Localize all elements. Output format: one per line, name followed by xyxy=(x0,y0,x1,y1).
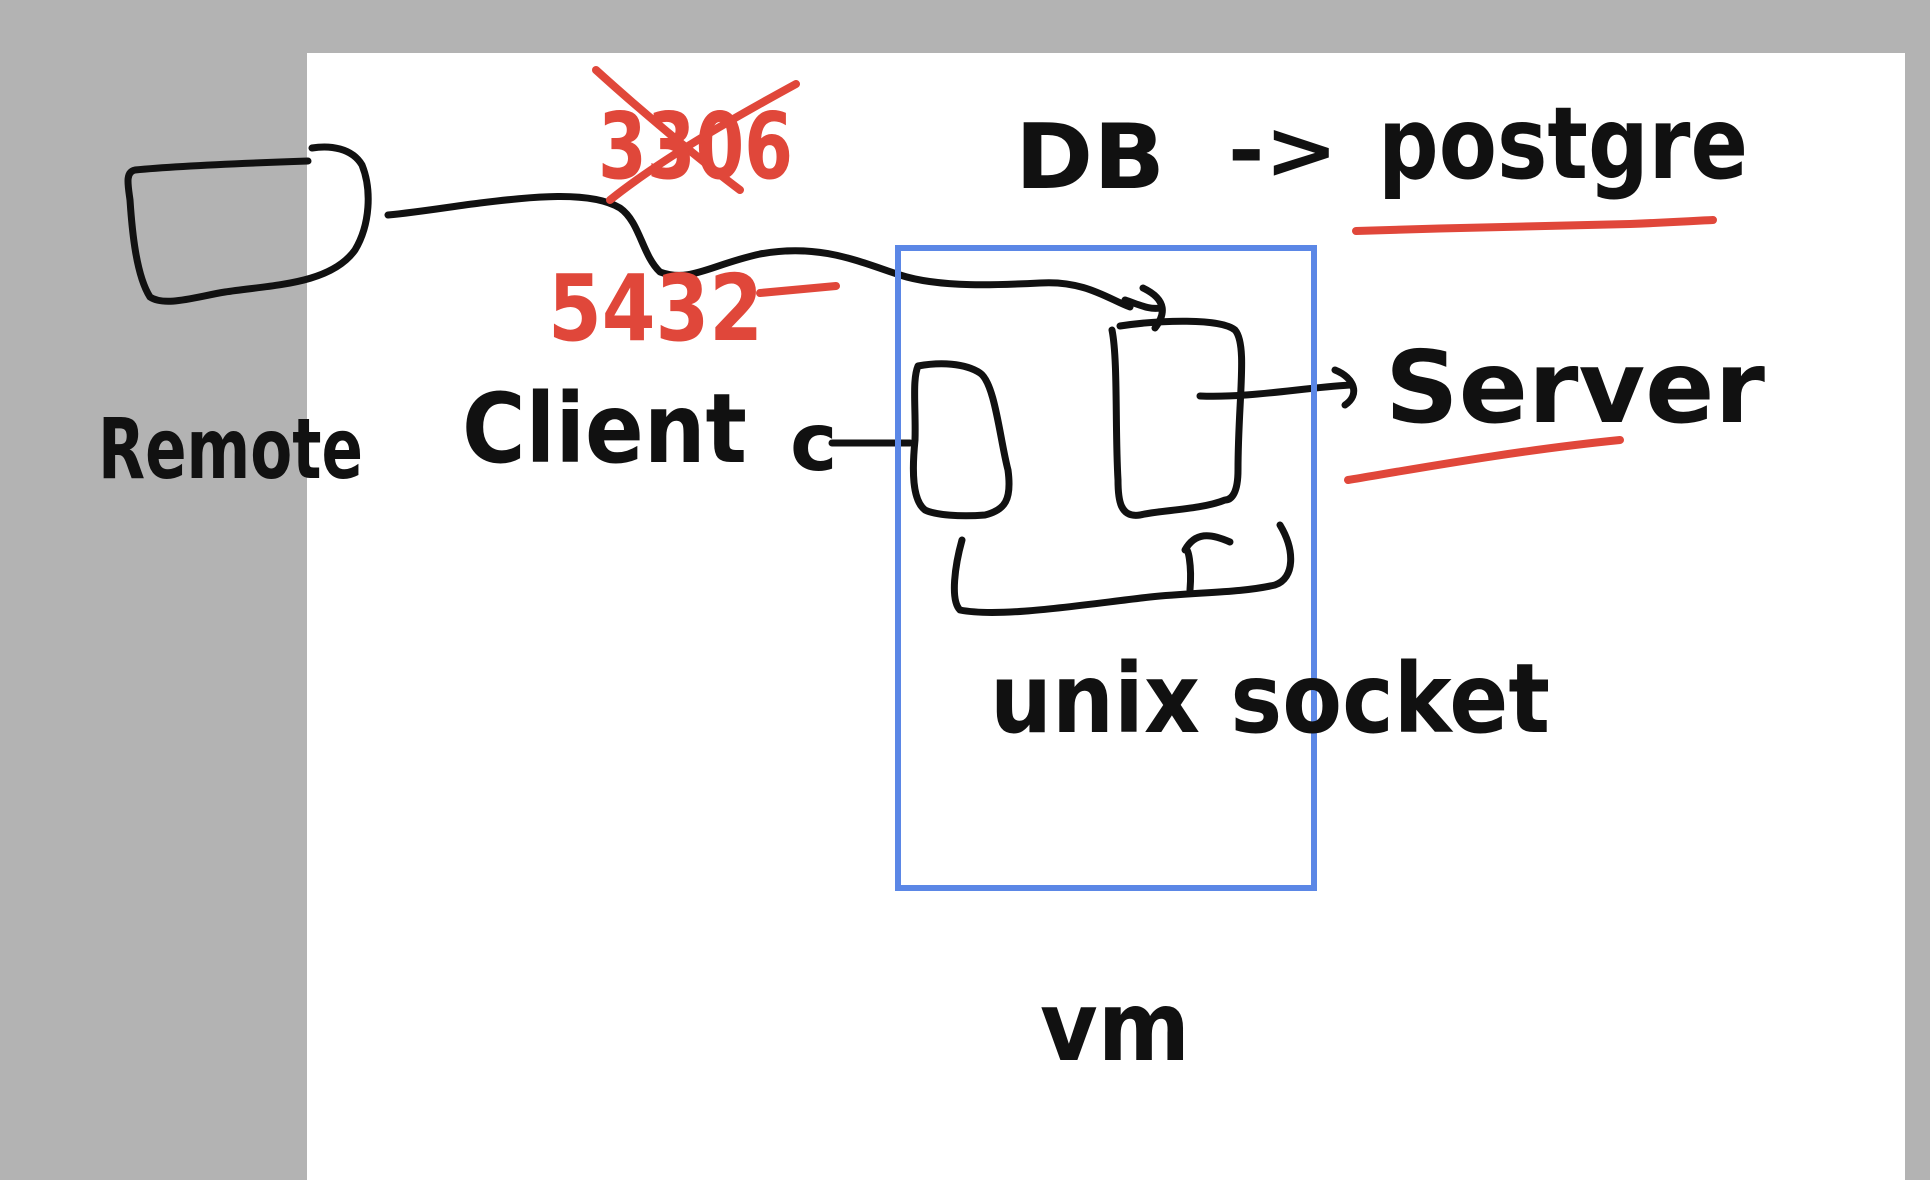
old-port-label: 3306 xyxy=(598,93,793,200)
server-box xyxy=(1108,317,1246,519)
postgre-underline xyxy=(1352,216,1717,235)
client-box xyxy=(909,360,1013,520)
new-port-label: 5432 xyxy=(548,255,763,362)
unix-socket-label: unix socket xyxy=(990,643,1550,755)
vm-boundary-box xyxy=(895,245,1317,891)
port-strike-line-b xyxy=(606,80,800,204)
socket-loop xyxy=(950,521,1295,617)
server-underline xyxy=(1344,436,1624,484)
socket-up-arrow xyxy=(1181,532,1234,594)
server-arrow-line xyxy=(1196,366,1358,409)
vm-label: vm xyxy=(1040,971,1190,1083)
paper-area xyxy=(307,53,1905,1180)
remote-machine-shape xyxy=(124,143,372,305)
server-label: Server xyxy=(1385,329,1766,446)
client-label: Client xyxy=(462,373,747,485)
remote-label: Remote xyxy=(98,400,363,498)
postgre-label: postgre xyxy=(1378,85,1748,202)
db-label: DB xyxy=(1015,105,1165,210)
arrow-label: -> xyxy=(1228,104,1338,197)
client-c-label: c xyxy=(790,396,837,489)
remote-connection-line xyxy=(384,192,1134,311)
port-strike-line-a xyxy=(592,66,744,194)
port-new-dash xyxy=(756,282,840,297)
